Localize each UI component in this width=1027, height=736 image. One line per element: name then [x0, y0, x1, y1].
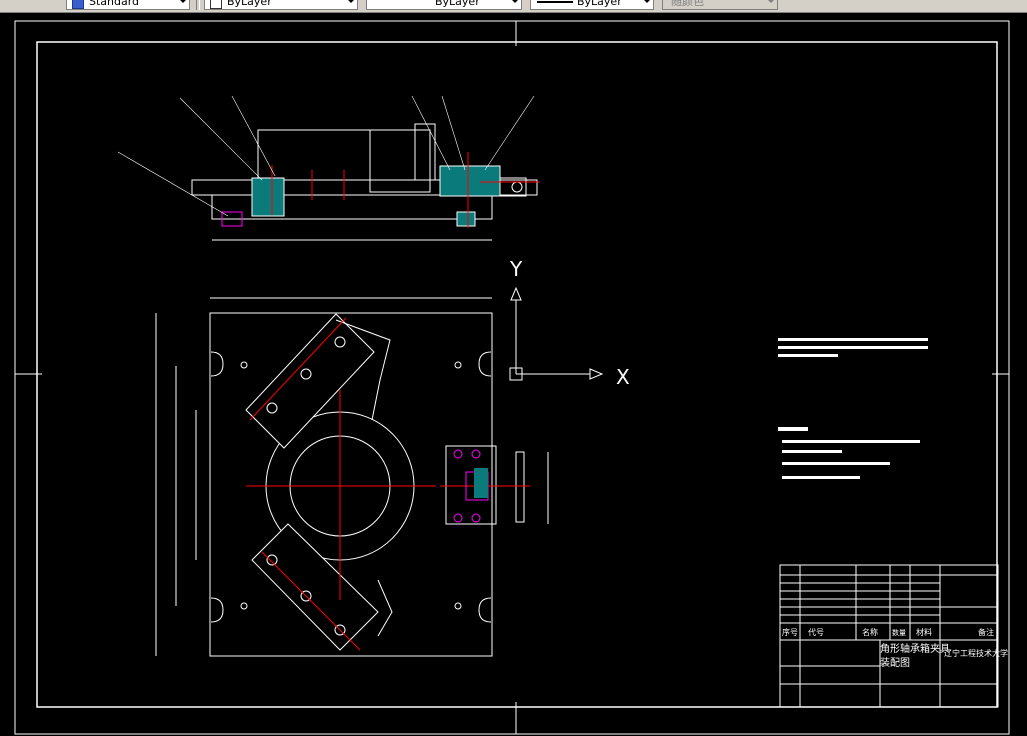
leader-lines	[117, 95, 535, 217]
technical-notes	[778, 338, 928, 479]
front-elevation-view	[191, 123, 538, 241]
clamp-section	[474, 468, 488, 498]
axis-x-label: X	[616, 365, 630, 389]
lineweight-value: ByLayer	[577, 0, 622, 8]
chevron-down-icon	[767, 0, 775, 3]
header-qty: 数量	[892, 628, 906, 637]
header-name: 名称	[862, 627, 878, 637]
linetype-combo[interactable]: ByLayer	[366, 0, 522, 10]
plot-style-value: 随颜色	[671, 0, 704, 8]
text-style-combo[interactable]: Standard	[66, 0, 190, 10]
header-code: 代号	[808, 627, 824, 637]
lineweight-combo[interactable]: ByLayer	[530, 0, 654, 10]
chevron-down-icon	[347, 0, 355, 3]
drawing-canvas[interactable]: Y X	[0, 12, 1027, 736]
layer-value: ByLayer	[227, 0, 272, 8]
header-remark: 备注	[978, 627, 994, 637]
outer-frame	[14, 20, 1010, 735]
chevron-down-icon	[179, 0, 187, 3]
toolbar-separator	[196, 0, 200, 10]
plan-view	[155, 297, 549, 657]
chevron-down-icon	[511, 0, 519, 3]
school-name: 辽宁工程技术大学	[944, 648, 1008, 658]
plot-style-combo[interactable]: 随颜色	[662, 0, 778, 10]
header-material: 材料	[916, 627, 932, 637]
drawing-subtitle: 装配图	[880, 656, 910, 669]
lineweight-sample	[537, 1, 573, 3]
properties-toolbar: Standard ByLayer ByLayer ByLayer 随颜色	[0, 0, 1027, 13]
red-centerlines-top	[271, 152, 540, 228]
text-style-icon	[72, 0, 84, 9]
axis-y-label: Y	[509, 257, 523, 281]
linetype-value: ByLayer	[435, 0, 480, 8]
layer-combo[interactable]: ByLayer	[204, 0, 358, 10]
header-no: 序号	[782, 627, 798, 637]
ucs-icon	[509, 286, 604, 381]
text-style-value: Standard	[89, 0, 140, 8]
chevron-down-icon	[643, 0, 651, 3]
layer-color-icon	[210, 0, 222, 9]
title-block	[779, 564, 999, 708]
drawing-title: 角形轴承箱夹具	[880, 642, 950, 655]
